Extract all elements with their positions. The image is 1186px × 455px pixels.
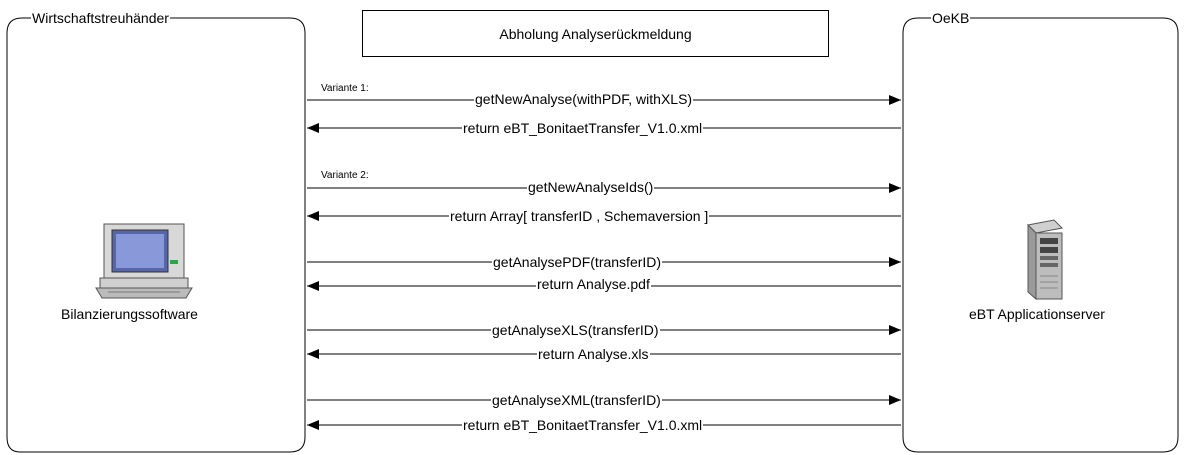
message-label: getAnalyseXLS(transferID) (491, 322, 660, 338)
message-label: return Analyse.xls (537, 346, 650, 362)
left-lane-caption: Bilanzierungssoftware (61, 306, 198, 322)
arrowhead-icon (307, 123, 319, 133)
message-label: return eBT_BonitaetTransfer_V1.0.xml (462, 417, 704, 433)
right-lane-caption: eBT Applicationserver (969, 306, 1105, 322)
arrowhead-icon (307, 281, 319, 291)
arrowhead-icon (307, 349, 319, 359)
message-label: getAnalyseXML(transferID) (491, 392, 662, 408)
right-lane-title: OeKB (931, 10, 971, 26)
message-label: return Array[ transferID , Schemaversion… (449, 208, 710, 224)
message-label: getNewAnalyse(withPDF, withXLS) (474, 91, 694, 107)
diagram-title-box: Abholung Analyserückmeldung (362, 10, 829, 57)
message-label: getNewAnalyseIds() (527, 179, 655, 195)
variant-label-1: Variante 1: (321, 83, 369, 94)
left-lane-box (6, 17, 306, 453)
arrowhead-icon (307, 420, 319, 430)
diagram-title: Abholung Analyserückmeldung (499, 25, 692, 42)
computer-icon (95, 223, 193, 299)
arrowhead-icon (889, 257, 901, 267)
arrowhead-icon (889, 95, 901, 105)
variant-label-2: Variante 2: (321, 170, 369, 181)
arrowhead-icon (889, 395, 901, 405)
message-label: return Analyse.pdf (536, 276, 651, 292)
arrowhead-icon (307, 211, 319, 221)
left-lane-title: Wirtschaftstreuhänder (31, 10, 170, 26)
message-label: getAnalysePDF(transferID) (492, 254, 663, 270)
server-icon (1026, 219, 1064, 301)
message-label: return eBT_BonitaetTransfer_V1.0.xml (462, 120, 704, 136)
arrowhead-icon (889, 183, 901, 193)
right-lane-box (902, 17, 1179, 453)
arrowhead-icon (889, 325, 901, 335)
